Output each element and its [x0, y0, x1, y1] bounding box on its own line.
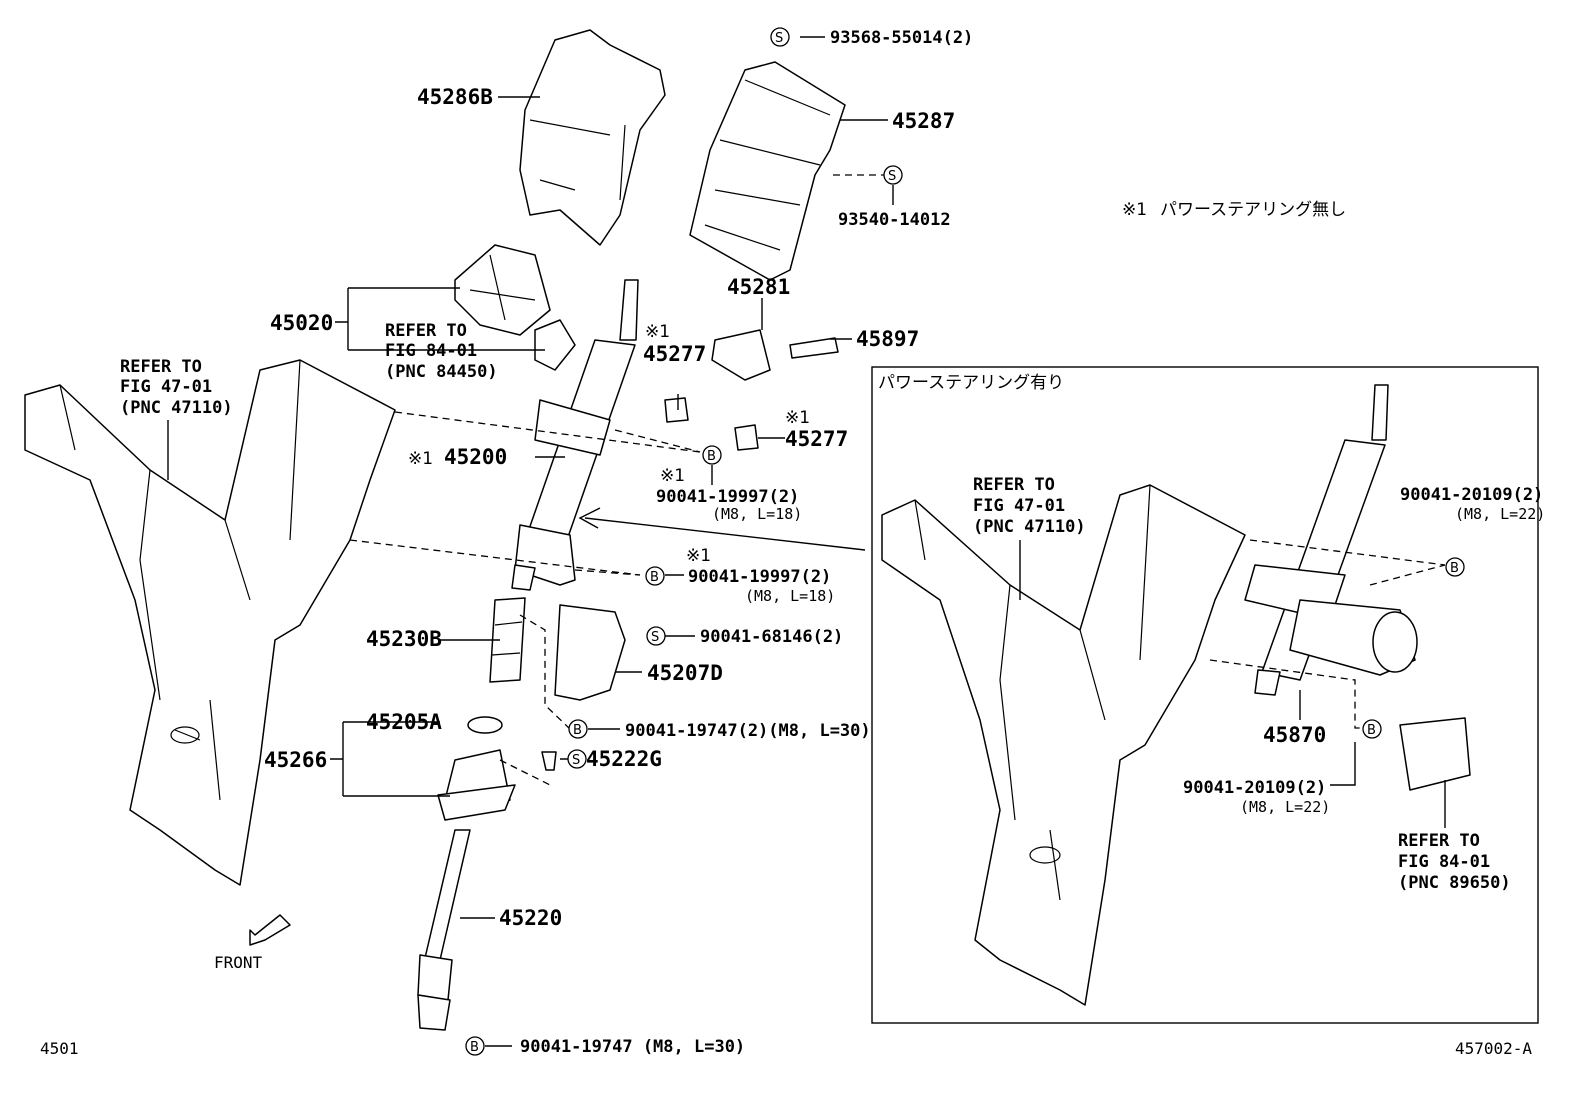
label-90041-20109b: 90041-20109(2): [1183, 778, 1326, 798]
label-45287: 45287: [892, 109, 955, 133]
mark-x1-45277a: ※1: [645, 322, 670, 342]
svg-text:B: B: [707, 449, 716, 464]
label-90041-19997b: 90041-19997(2): [688, 567, 831, 587]
yoke-45230B: [489, 597, 526, 683]
ref-84450-line2: FIG 84-01: [385, 341, 477, 361]
symbol-b-20109a: B: [1445, 557, 1465, 577]
symbol-b-20109b: B: [1362, 719, 1382, 739]
ref-47110b-line1: REFER TO: [973, 475, 1055, 495]
label-93540-14012: 93540-14012: [838, 210, 951, 230]
ignition-switch-45020: [454, 244, 576, 371]
mark-x1-19997a: ※1: [660, 466, 685, 486]
mark-x1-45200: ※1: [408, 449, 433, 469]
symbol-s-93540: S: [883, 165, 903, 185]
inset-ecu: [1399, 717, 1471, 791]
inset-power-column: [1244, 384, 1418, 696]
reference-arrow: [584, 517, 866, 551]
label-45870: 45870: [1263, 723, 1326, 747]
bracket-45281: [711, 329, 839, 381]
ref-89650-line2: FIG 84-01: [1398, 852, 1490, 872]
label-90041-19747b: 90041-19747 (M8, L=30): [520, 1037, 745, 1057]
ref-84450-line3: (PNC 84450): [385, 362, 498, 382]
spec-90041-20109a: (M8, L=22): [1455, 505, 1545, 523]
label-45200: 45200: [444, 445, 507, 469]
svg-text:S: S: [572, 753, 580, 768]
symbol-b-19747b: B: [465, 1036, 485, 1056]
spacer-45277: [664, 397, 759, 451]
spec-90041-19997b: (M8, L=18): [745, 587, 835, 605]
dash-brace-left: [24, 359, 396, 886]
symbol-s-93568: S: [770, 27, 790, 47]
spec-90041-19997a: (M8, L=18): [712, 505, 802, 523]
svg-text:S: S: [775, 31, 783, 46]
leader-lines: [167, 36, 894, 1047]
label-45277a: 45277: [643, 342, 706, 366]
label-90041-20109a: 90041-20109(2): [1400, 485, 1543, 505]
ref-89650-line3: (PNC 89650): [1398, 873, 1511, 893]
inset-dash-brace: [881, 484, 1246, 1006]
svg-text:B: B: [470, 1040, 479, 1055]
spec-90041-20109b: (M8, L=22): [1240, 798, 1330, 816]
reference-arrow-head: [578, 507, 601, 529]
front-label: FRONT: [214, 953, 263, 972]
label-45207D: 45207D: [647, 661, 723, 685]
label-45897: 45897: [856, 327, 919, 351]
label-90041-19747a: 90041-19747(2)(M8, L=30): [625, 721, 871, 741]
label-45266: 45266: [264, 748, 327, 772]
label-45286B: 45286B: [417, 85, 493, 109]
footer-left: 4501: [40, 1039, 79, 1058]
label-45230B: 45230B: [366, 627, 442, 651]
symbol-b-19997b: B: [645, 566, 665, 586]
note-text: パワーステアリング無し: [1160, 200, 1346, 220]
label-90041-68146: 90041-68146(2): [700, 627, 843, 647]
label-45020: 45020: [270, 311, 333, 335]
front-arrow-icon: [249, 914, 291, 946]
note-mark: ※1: [1122, 200, 1147, 220]
label-45222G: 45222G: [586, 747, 662, 771]
symbol-s-45222G: S: [567, 749, 587, 769]
symbol-b-19747a: B: [568, 719, 588, 739]
symbol-s-68146: S: [646, 626, 666, 646]
steering-column-45200: [511, 279, 639, 591]
label-45281: 45281: [727, 275, 790, 299]
cover-45207D: [554, 604, 626, 701]
label-45205A: 45205A: [366, 710, 442, 734]
svg-text:S: S: [888, 169, 896, 184]
svg-text:B: B: [1450, 561, 1459, 576]
label-45220: 45220: [499, 906, 562, 930]
dashed-guides: [349, 174, 885, 786]
ref-47110a-line2: FIG 47-01: [120, 377, 212, 397]
svg-text:S: S: [651, 630, 659, 645]
svg-text:B: B: [573, 723, 582, 738]
svg-text:B: B: [650, 570, 659, 585]
mark-x1-45277b: ※1: [785, 408, 810, 428]
symbol-b-19997a: B: [702, 445, 722, 465]
inset-leaders: [1019, 539, 1446, 828]
label-93568-55014: 93568-55014(2): [830, 28, 973, 48]
inset-title: パワーステアリング有り: [878, 373, 1064, 393]
ref-84450-line1: REFER TO: [385, 321, 467, 341]
ref-89650-line1: REFER TO: [1398, 831, 1480, 851]
footer-right: 457002-A: [1455, 1039, 1532, 1058]
label-90041-19997a: 90041-19997(2): [656, 487, 799, 507]
shaft-45220: [417, 829, 471, 1031]
label-45277b: 45277: [785, 427, 848, 451]
ref-47110a-line1: REFER TO: [120, 357, 202, 377]
upper-column-cover-45286B: [519, 29, 666, 246]
ref-47110a-line3: (PNC 47110): [120, 398, 233, 418]
ref-47110b-line3: (PNC 47110): [973, 517, 1086, 537]
grommet-45266: [437, 716, 557, 821]
lower-column-cover-45287: [689, 61, 846, 281]
svg-text:B: B: [1367, 723, 1376, 738]
inset-frame: [871, 366, 1539, 1024]
ref-47110b-line2: FIG 47-01: [973, 496, 1065, 516]
mark-x1-19997b: ※1: [686, 546, 711, 566]
